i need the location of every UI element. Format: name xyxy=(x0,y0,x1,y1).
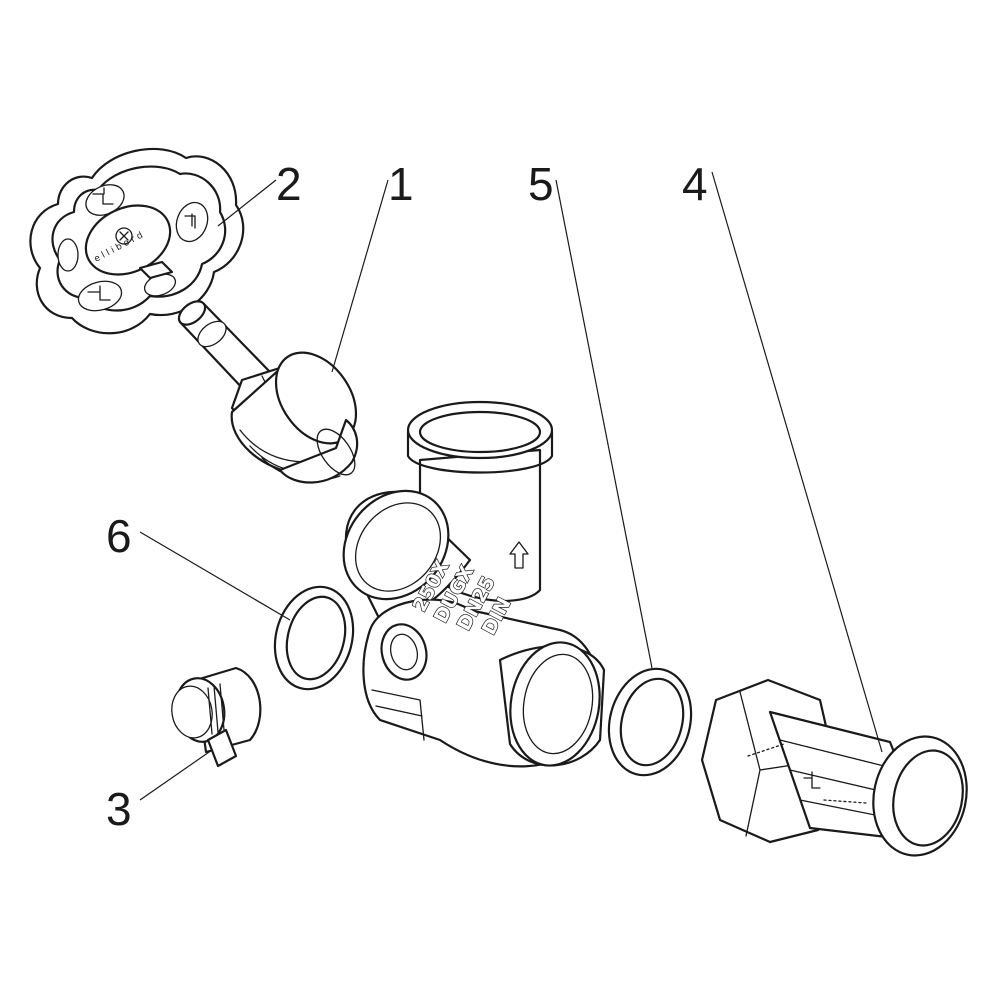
callout-1: 1 xyxy=(388,158,414,210)
leader-lines xyxy=(139,171,883,801)
callout-5: 5 xyxy=(528,158,554,210)
brand-logo-icon xyxy=(803,771,821,789)
flow-arrow-icon xyxy=(509,541,529,569)
part-6-seal-ring xyxy=(273,585,355,691)
leader-1 xyxy=(331,179,389,373)
leader-5 xyxy=(555,179,653,669)
part-3-drain-plug xyxy=(171,666,262,768)
leader-2 xyxy=(217,179,277,227)
valve-body: 250X DUGX DN25 DIN xyxy=(342,400,606,768)
part-4-union-cartridge xyxy=(700,678,968,857)
part-5-seal-ring xyxy=(607,667,693,777)
part-1-bonnet-stem xyxy=(177,300,359,484)
callout-6: 6 xyxy=(106,510,132,562)
leader-3 xyxy=(139,749,213,801)
callout-2: 2 xyxy=(276,158,302,210)
part-2-handwheel: e l l i b o r d xyxy=(29,147,245,335)
callouts: 1 2 3 4 5 6 xyxy=(106,158,708,835)
callout-3: 3 xyxy=(106,783,132,835)
callout-4: 4 xyxy=(682,158,708,210)
leader-4 xyxy=(711,171,883,753)
leader-6 xyxy=(139,531,291,621)
